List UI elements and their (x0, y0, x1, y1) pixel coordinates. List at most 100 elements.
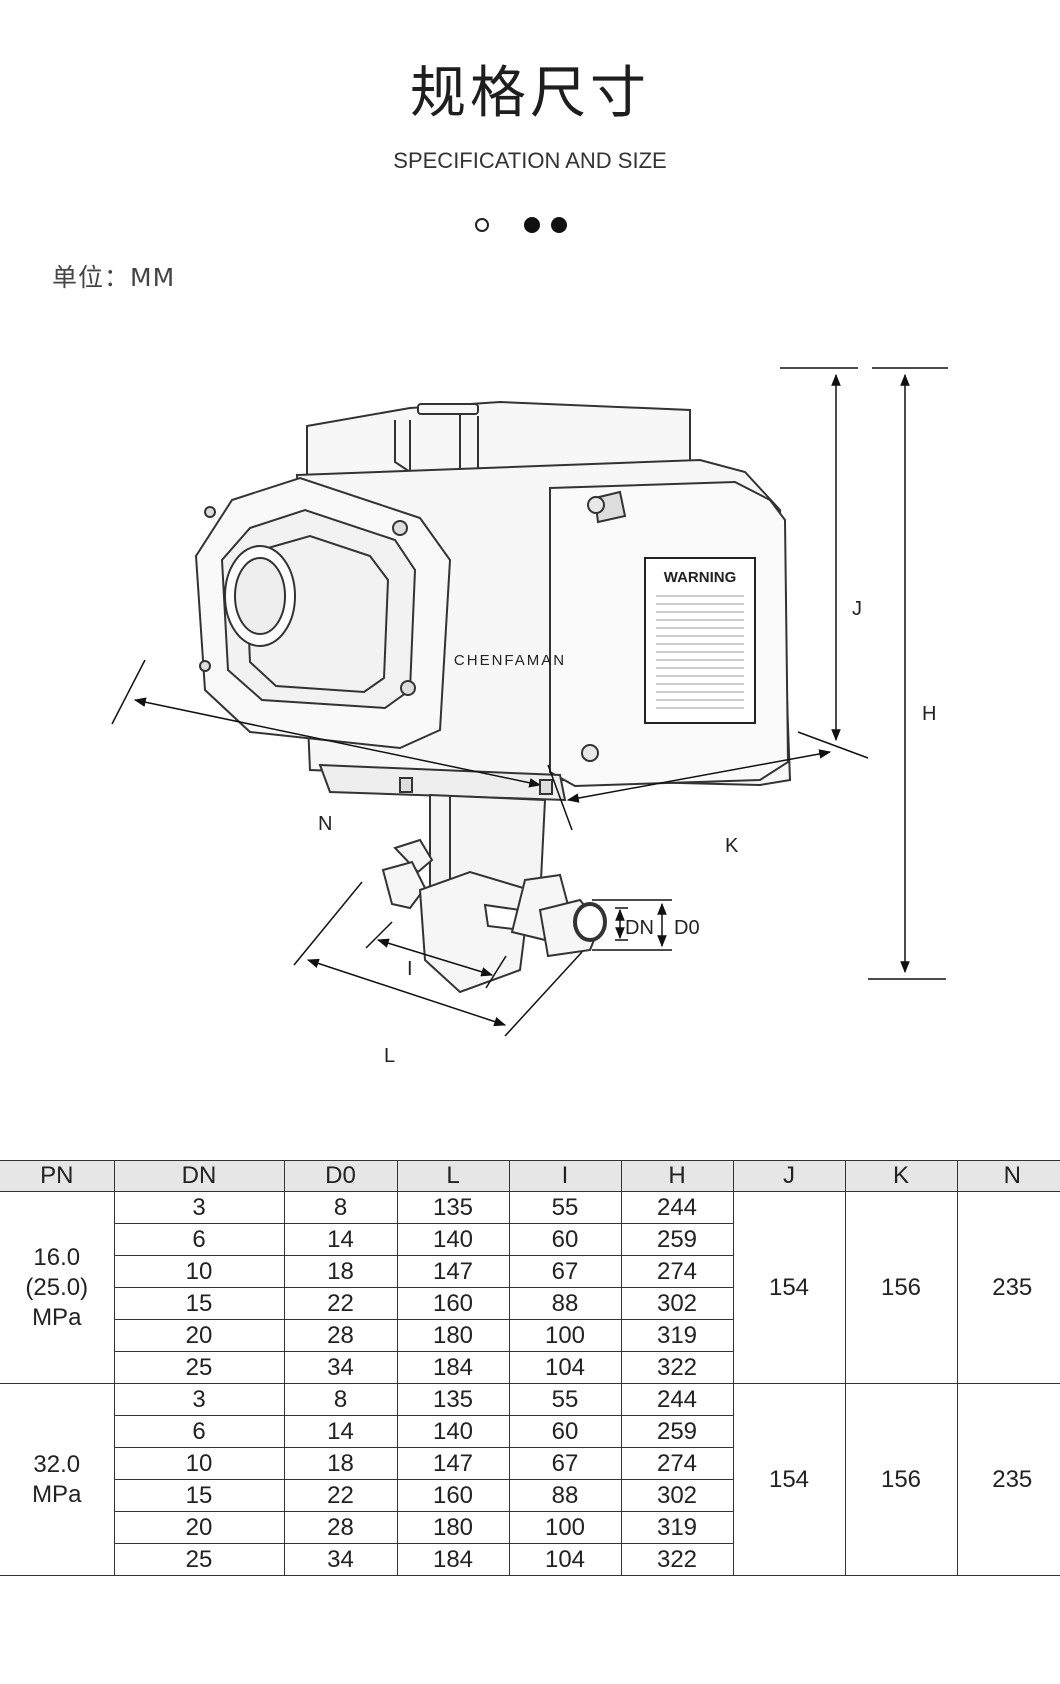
dn-cell: 15 (113, 1479, 284, 1512)
pn-line: 32.0 (33, 1450, 81, 1478)
col-header-j: J (732, 1160, 845, 1192)
d0-cell: 34 (283, 1543, 397, 1576)
dim-label-d0: D0 (674, 917, 700, 939)
table-header-row: PN DN D0 L I H J K N (0, 1160, 1060, 1192)
dim-label-dn: DN (625, 917, 654, 939)
dim-label-k: K (725, 835, 739, 857)
valve-dimension-drawing: WARNING CHENFAMAN (111, 367, 948, 1067)
d0-cell: 14 (283, 1223, 397, 1256)
d0-cell: 28 (283, 1319, 397, 1352)
h-cell: 259 (620, 1223, 733, 1256)
i-cell: 55 (508, 1383, 621, 1416)
h-cell: 319 (620, 1319, 733, 1352)
dn-cell: 3 (113, 1191, 284, 1224)
page-title: 规格尺寸 (410, 61, 650, 126)
i-cell: 60 (508, 1415, 621, 1448)
dim-label-h: H (922, 703, 936, 725)
dn-cell: 10 (113, 1447, 284, 1480)
i-cell: 67 (508, 1447, 621, 1480)
d0-cell: 14 (283, 1415, 397, 1448)
l-cell: 147 (396, 1447, 509, 1480)
l-cell: 160 (396, 1479, 509, 1512)
i-cell: 104 (508, 1543, 621, 1576)
col-header-dn: DN (113, 1160, 284, 1192)
dn-cell: 20 (113, 1511, 284, 1544)
d0-cell: 18 (283, 1255, 397, 1288)
h-cell: 302 (620, 1479, 733, 1512)
h-cell: 319 (620, 1511, 733, 1544)
k-cell: 156 (844, 1191, 957, 1384)
dn-cell: 15 (113, 1287, 284, 1320)
j-cell: 154 (732, 1191, 845, 1384)
j-cell: 154 (732, 1383, 845, 1576)
col-header-l: L (396, 1160, 509, 1192)
col-header-n: N (956, 1160, 1060, 1192)
page-subtitle: SPECIFICATION AND SIZE (393, 148, 667, 173)
col-header-i: I (508, 1160, 621, 1192)
pn-line: MPa (32, 1480, 82, 1508)
dimension-labels: J H N K I L DN D0 (318, 598, 936, 1067)
open-dot-icon (475, 218, 489, 232)
pn-line: 16.0 (33, 1243, 81, 1271)
d0-cell: 18 (283, 1447, 397, 1480)
l-cell: 140 (396, 1415, 509, 1448)
dn-cell: 25 (113, 1543, 284, 1576)
warning-label: WARNING (664, 569, 737, 586)
h-cell: 274 (620, 1255, 733, 1288)
n-cell: 235 (956, 1383, 1060, 1576)
dn-cell: 3 (113, 1383, 284, 1416)
i-cell: 67 (508, 1255, 621, 1288)
l-cell: 180 (396, 1319, 509, 1352)
n-cell: 235 (956, 1191, 1060, 1384)
dn-cell: 25 (113, 1351, 284, 1384)
d0-cell: 22 (283, 1287, 397, 1320)
l-cell: 184 (396, 1351, 509, 1384)
unit-label: 单位：MM (52, 263, 176, 292)
dn-cell: 20 (113, 1319, 284, 1352)
d0-cell: 8 (283, 1383, 397, 1416)
col-header-d0: D0 (283, 1160, 397, 1192)
dn-cell: 10 (113, 1255, 284, 1288)
warning-plate: WARNING (644, 557, 756, 724)
h-cell: 322 (620, 1351, 733, 1384)
h-cell: 244 (620, 1191, 733, 1224)
dim-label-n: N (318, 813, 332, 835)
pn-cell: 16.0(25.0)MPa (0, 1191, 114, 1384)
col-header-k: K (844, 1160, 957, 1192)
d0-cell: 28 (283, 1511, 397, 1544)
d0-cell: 34 (283, 1351, 397, 1384)
h-cell: 302 (620, 1287, 733, 1320)
h-cell: 259 (620, 1415, 733, 1448)
watermark-text: CHENFAMAN (454, 652, 566, 669)
i-cell: 60 (508, 1223, 621, 1256)
l-cell: 135 (396, 1383, 509, 1416)
l-cell: 135 (396, 1191, 509, 1224)
dim-label-i: I (407, 958, 413, 980)
col-header-h: H (620, 1160, 733, 1192)
pn-line: (25.0) (25, 1273, 89, 1301)
i-cell: 88 (508, 1479, 621, 1512)
l-cell: 147 (396, 1255, 509, 1288)
dim-label-l: L (384, 1045, 395, 1067)
l-cell: 160 (396, 1287, 509, 1320)
l-cell: 184 (396, 1543, 509, 1576)
dn-cell: 6 (113, 1415, 284, 1448)
col-header-pn: PN (0, 1160, 114, 1192)
d0-cell: 8 (283, 1191, 397, 1224)
dn-cell: 6 (113, 1223, 284, 1256)
i-cell: 88 (508, 1287, 621, 1320)
k-cell: 156 (844, 1383, 957, 1576)
